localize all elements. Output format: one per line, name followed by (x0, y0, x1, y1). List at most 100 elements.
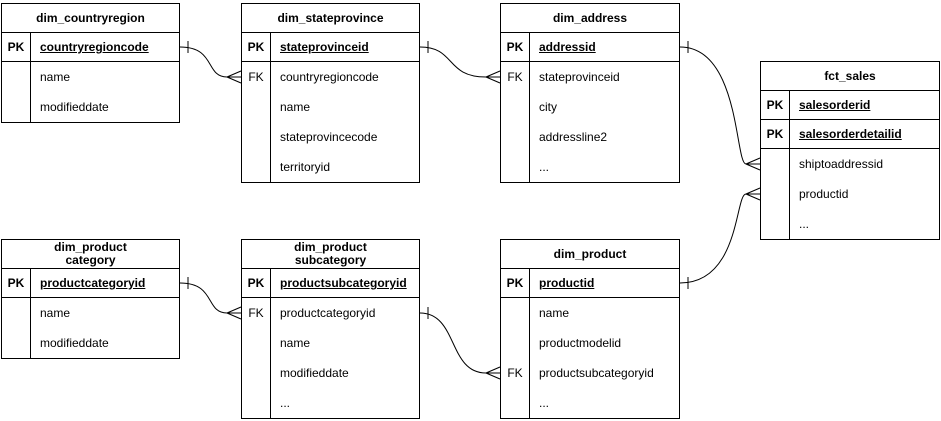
field-row: FK countryregioncode (242, 62, 419, 92)
field-row: productmodelid (501, 328, 679, 358)
field-name: productcategoryid (280, 306, 376, 320)
key-label (761, 149, 790, 179)
key-label (242, 152, 271, 182)
key-label (761, 209, 790, 239)
key-label: PK (761, 120, 790, 148)
key-label (2, 62, 31, 92)
entity-title-text: dim_countryregion (36, 10, 145, 25)
key-label (501, 152, 530, 182)
field-name: shiptoaddressid (799, 157, 884, 171)
field-name: ... (280, 396, 291, 410)
key-label (501, 92, 530, 122)
key-label (2, 92, 31, 122)
field-name: productid (799, 187, 849, 201)
edge-line (179, 46, 228, 78)
key-label: PK (242, 269, 271, 297)
field-name: countryregioncode (280, 70, 379, 84)
key-label (242, 92, 271, 122)
cardinality-many-crowfoot-icon (485, 70, 501, 84)
field-name: stateprovinceid (280, 40, 369, 54)
edge-line (179, 282, 228, 314)
field-row: name (501, 298, 679, 328)
key-label (501, 298, 530, 328)
field-row: PK stateprovinceid (242, 33, 419, 62)
field-name: productid (539, 276, 595, 290)
edge-stateprovince-address (419, 41, 501, 84)
entity-title: dim_product (501, 240, 679, 269)
field-name: city (539, 100, 557, 114)
field-name: productsubcategoryid (539, 366, 654, 380)
entity-fct-sales: fct_sales PK salesorderid PK salesorderd… (760, 61, 940, 240)
field-name: countryregioncode (40, 40, 149, 54)
field-row: shiptoaddressid (761, 149, 939, 179)
entity-title-text: dim_product (553, 246, 627, 261)
field-row: addressline2 (501, 122, 679, 152)
field-row: PK addressid (501, 33, 679, 62)
field-row: city (501, 92, 679, 122)
field-row: PK productsubcategoryid (242, 269, 419, 298)
cardinality-many-crowfoot-icon (745, 187, 761, 201)
entity-dim-productsubcategory: dim_product subcategory PK productsubcat… (241, 239, 420, 419)
field-row: PK salesorderdetailid (761, 120, 939, 149)
key-label (242, 388, 271, 418)
key-label (501, 388, 530, 418)
entity-title: dim_countryregion (2, 4, 179, 33)
key-label (242, 328, 271, 358)
key-label: FK (242, 62, 271, 92)
entity-title: dim_address (501, 4, 679, 33)
field-name: name (280, 100, 311, 114)
field-name: stateprovincecode (280, 130, 378, 144)
entity-title-text: fct_sales (824, 68, 876, 83)
cardinality-many-crowfoot-icon (745, 157, 761, 171)
edge-productsubcategory-product (419, 307, 501, 380)
key-label (501, 122, 530, 152)
key-label (242, 122, 271, 152)
field-name: name (280, 336, 311, 350)
field-name: modifieddate (40, 336, 109, 350)
field-row: name (2, 62, 179, 92)
entity-title-text: dim_product subcategory (294, 240, 367, 267)
field-name: productmodelid (539, 336, 622, 350)
key-label (501, 328, 530, 358)
field-name: salesorderid (799, 98, 871, 112)
key-label: FK (501, 62, 530, 92)
field-row: ... (501, 388, 679, 418)
entity-title-text: dim_stateprovince (277, 10, 384, 25)
key-label (242, 358, 271, 388)
field-row: modifieddate (2, 92, 179, 122)
field-row: modifieddate (2, 328, 179, 358)
key-label: FK (242, 298, 271, 328)
field-row: name (2, 298, 179, 328)
edge-line (419, 46, 487, 78)
field-row: FK productcategoryid (242, 298, 419, 328)
field-name: addressid (539, 40, 596, 54)
field-name: stateprovinceid (539, 70, 620, 84)
edge-countryregion-stateprovince (179, 41, 242, 84)
field-row: name (242, 92, 419, 122)
entity-dim-stateprovince: dim_stateprovince PK stateprovinceid FK … (241, 3, 420, 183)
field-row: ... (242, 388, 419, 418)
field-row: FK productsubcategoryid (501, 358, 679, 388)
field-row: PK salesorderid (761, 91, 939, 120)
field-row: FK stateprovinceid (501, 62, 679, 92)
entity-title-text: dim_product category (54, 240, 127, 267)
key-label (2, 328, 31, 358)
field-row: PK countryregioncode (2, 33, 179, 62)
field-name: ... (539, 396, 550, 410)
cardinality-many-crowfoot-icon (226, 70, 242, 84)
field-name: name (539, 306, 570, 320)
field-name: productsubcategoryid (280, 276, 407, 290)
field-row: ... (761, 209, 939, 239)
field-row: productid (761, 179, 939, 209)
entity-dim-productcategory: dim_product category PK productcategoryi… (1, 239, 180, 359)
key-label: PK (242, 33, 271, 61)
field-name: modifieddate (280, 366, 349, 380)
field-name: name (40, 306, 71, 320)
cardinality-many-crowfoot-icon (226, 306, 242, 320)
key-label (761, 179, 790, 209)
field-row: modifieddate (242, 358, 419, 388)
entity-dim-product: dim_product PK productid name productmod… (500, 239, 680, 419)
edge-address-fctsales (679, 41, 761, 171)
field-name: ... (539, 160, 550, 174)
